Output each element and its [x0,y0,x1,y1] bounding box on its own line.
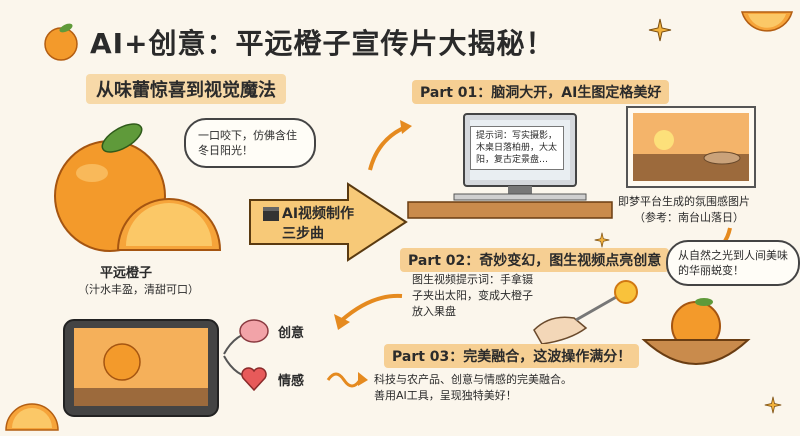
big-arrow-shape [249,182,408,262]
sparkle-icon [764,396,782,414]
three-steps-label: AI视频制作三步曲 [282,206,355,242]
bubble-text: 一口咬下，仿佛含住冬日阳光！ [198,129,297,157]
film-clapper-icon [263,207,279,221]
orange-slice-icon [5,403,59,431]
part1-prompt-window: 提示词：写实摄影，木桌日落柏册，大太阳，复古定景盘… [470,126,564,170]
sunset-photo-illustration [626,106,756,188]
product-description: （汁水丰盈，清甜可口） [78,283,199,296]
product-name: 平远橙子 [100,266,153,281]
part1-prompt-text: 提示词：写实摄影，木桌日落柏册，大太阳，复古定景盘… [476,131,558,165]
heart-icon [241,367,267,392]
sparkle-icon [648,18,672,42]
orange-slice-icon [741,11,793,32]
part1-title: Part 01：脑洞大开，AI生图定格美好 [412,80,670,104]
part3-title: Part 03：完美融合，这波操作满分！ [384,344,640,368]
orange-in-bowl-illustration [641,298,751,365]
part3-desc-line2: 善用AI工具，呈现独特美好！ [374,389,517,402]
orange-icon [44,23,78,61]
branch-label-creativity: 创意 [278,326,305,341]
orange-fruit-illustration [54,123,222,252]
part2-bubble-text: 从自然之光到人间美味的华丽蜕变！ [678,249,788,277]
part1-caption: 即梦平台生成的氛围感图片 [618,195,750,208]
tweezers-sun-illustration [533,280,638,345]
part1-caption-ref: （参考：南台山落日） [634,211,744,224]
branch-label-emotion: 情感 [278,374,305,389]
page-title: AI+创意：平远橙子宣传片大揭秘！ [90,27,555,60]
arrow-to-tablet [334,293,403,330]
sparkle-icon [594,232,610,248]
arrow-to-part1 [368,120,412,171]
subtitle: 从味蕾惊喜到视觉魔法 [86,74,286,104]
transformation-speech-bubble: 从自然之光到人间美味的华丽蜕变！ [666,240,800,286]
brain-icon [239,319,269,343]
part2-title: Part 02：奇妙变幻，图生视频点亮创意 [400,248,670,272]
swirl-arrow [326,372,368,388]
part3-desc-line1: 科技与农产品、创意与情感的完美融合。 [374,373,572,386]
tasting-speech-bubble: 一口咬下，仿佛含住冬日阳光！ [184,118,316,168]
part2-prompt-text: 图生视频提示词：手拿镊子夹出太阳，变成大橙子放入果盘 [412,273,533,318]
tablet-video-illustration [63,319,219,417]
